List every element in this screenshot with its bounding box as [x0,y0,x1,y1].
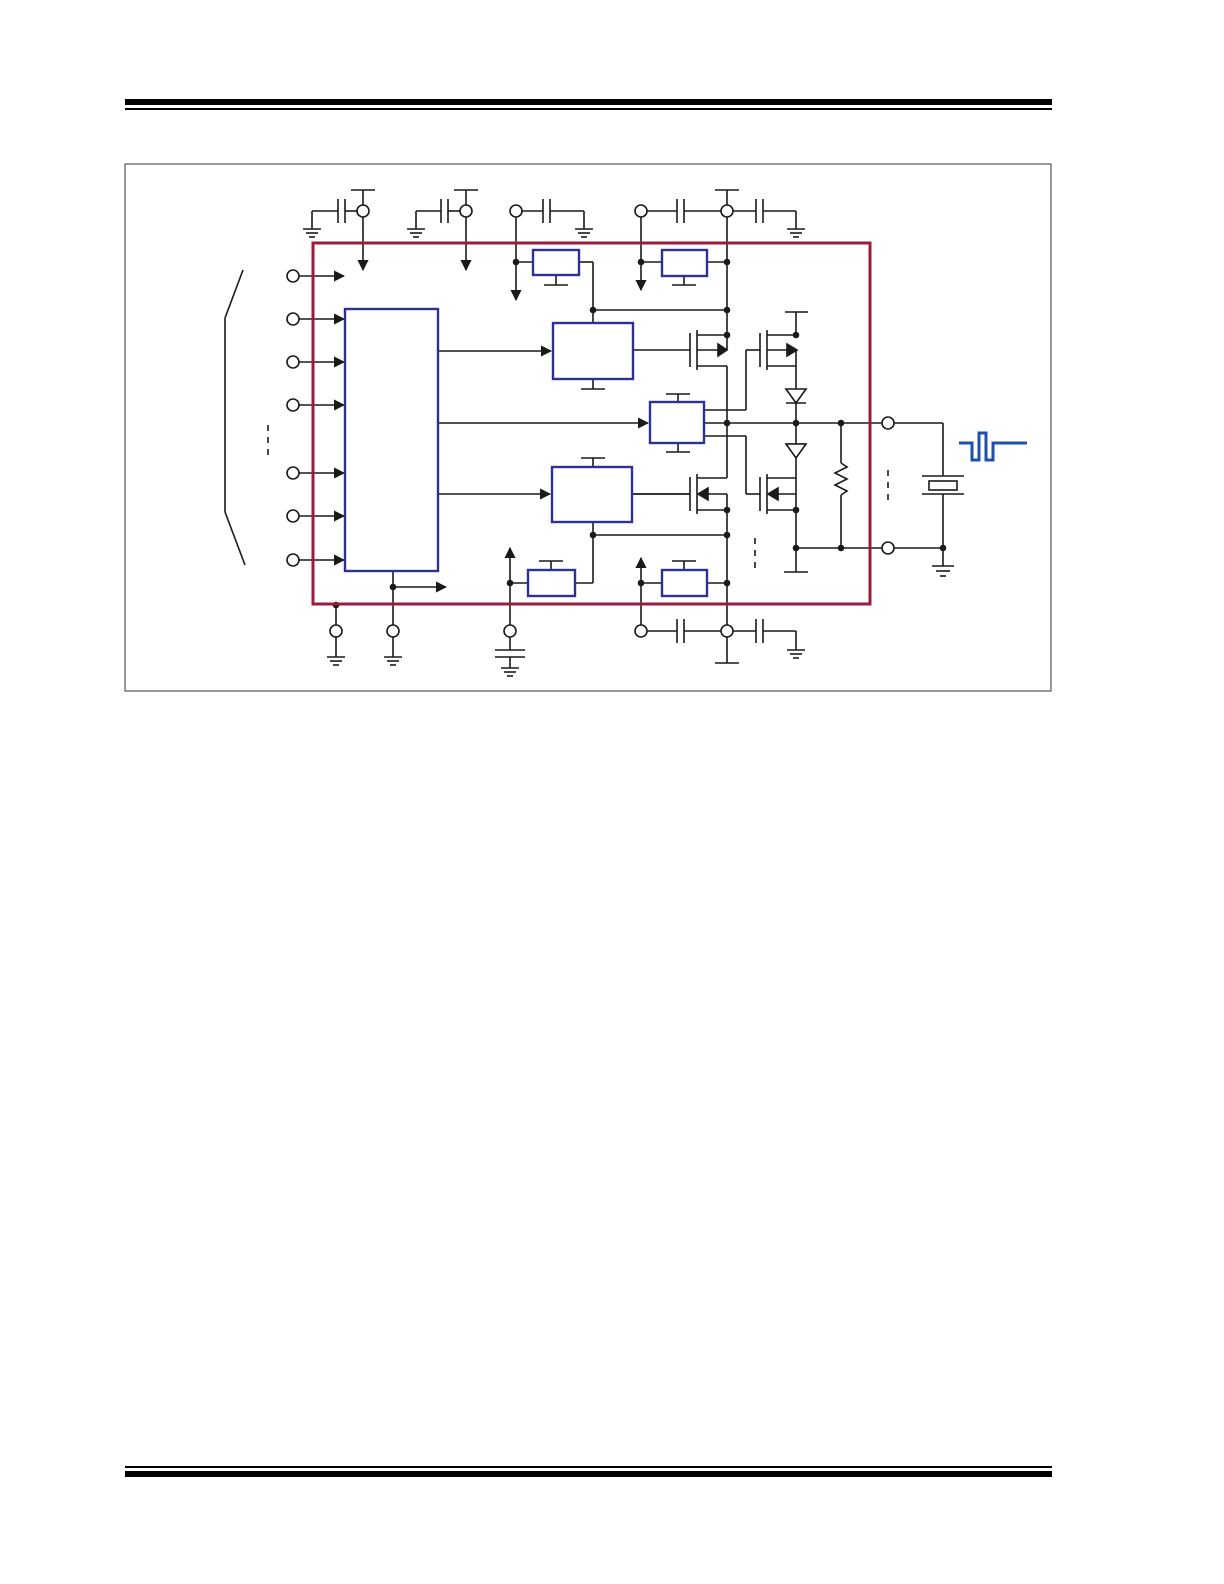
block-supply-ticks [539,276,696,570]
figure-frame [124,163,1052,692]
high-side-mosfet-1 [634,330,731,423]
header-rule-thin [125,108,1052,110]
input-pins [286,269,346,567]
diode-upper [784,388,808,423]
input-bracket [224,269,269,566]
footer-rule-thick [125,1471,1052,1477]
bottom-ground-pins [327,572,448,666]
regulator-top-left [531,248,581,277]
regulator-bottom-left [526,568,577,598]
transducer-element [922,475,964,495]
input-pin-5 [286,466,346,480]
input-pin-7 [286,553,346,567]
supply-cap-group-4 [634,189,805,292]
output-node [704,416,944,476]
diode-lower [784,423,808,494]
logic-outputs [439,345,690,500]
output-pulse-waveform [959,431,1027,462]
high-side-mosfet-2 [704,311,808,411]
header-rule-thick [125,99,1052,105]
input-pin-3 [286,355,346,369]
footer-rule-thin [125,1466,1052,1468]
return-node [796,470,954,577]
regulator-top-right [660,248,709,278]
damper-driver-block [648,400,706,445]
bleed-resistor [833,423,849,548]
low-side-mosfet-2 [704,435,808,573]
logic-block [343,307,440,573]
high-side-driver-block [551,321,635,381]
ic-boundary [311,241,872,606]
input-pin-6 [286,509,346,523]
bottom-supply-caps [634,556,805,664]
supply-cap-group-2 [407,189,478,272]
regulator-bottom-right [660,568,709,598]
high-side-rail [579,217,731,350]
low-side-driver-block [550,465,634,524]
input-pin-4 [286,398,346,412]
supply-cap-group-3 [509,199,593,302]
input-pin-1 [286,269,346,283]
bottom-bypass-cap [495,546,528,677]
input-pin-2 [286,312,346,326]
